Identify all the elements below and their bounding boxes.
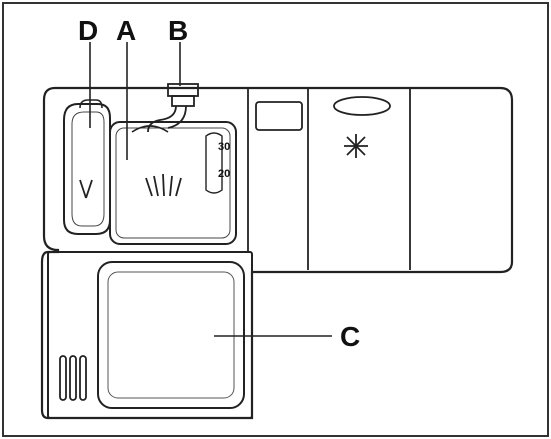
compartment-a-inner — [115, 127, 231, 239]
lid-c-panel — [97, 261, 245, 409]
compartment-d-cap — [79, 99, 103, 109]
label-a: A — [116, 15, 136, 46]
dosage-mark-20: 20 — [218, 168, 230, 180]
label-d: D — [78, 15, 98, 46]
lid-grip-ridges — [59, 355, 87, 401]
rinse-aid-indicator — [333, 96, 391, 116]
dosage-scale — [205, 132, 223, 194]
compartment-a-fill-icon — [145, 173, 182, 197]
lid-c — [47, 251, 253, 419]
label-b: B — [168, 15, 188, 46]
dosage-mark-30: 30 — [218, 141, 230, 153]
dispenser-body — [40, 86, 514, 420]
label-c: C — [340, 321, 360, 352]
compartment-a — [109, 121, 237, 245]
compartment-d-fill-icon — [79, 179, 93, 199]
rinse-aid-sparkle-icon — [344, 134, 368, 158]
lid-c-panel-inner — [107, 271, 235, 399]
compartment-d — [63, 103, 111, 235]
compartment-d-inner — [71, 111, 105, 227]
slot-window — [255, 101, 303, 131]
latch-b — [147, 83, 199, 133]
